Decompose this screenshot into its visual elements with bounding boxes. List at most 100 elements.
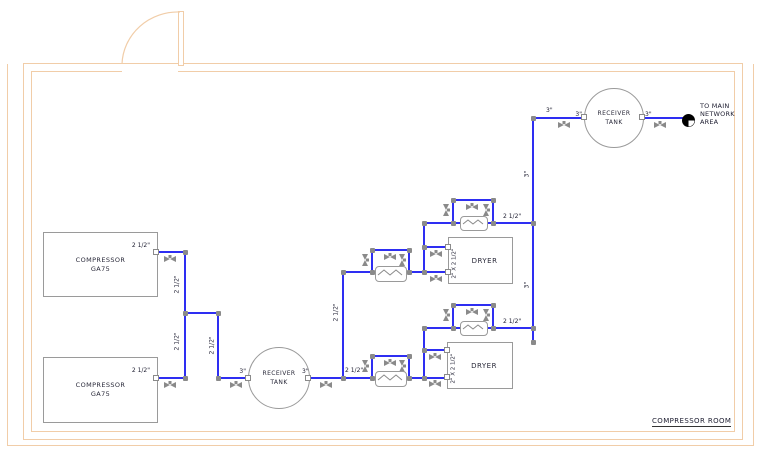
- pipe-fitting-icon: [421, 220, 427, 226]
- pipe-fitting-icon: [421, 375, 427, 381]
- door-leaf: [178, 11, 184, 66]
- pipe-fitting-icon: [421, 269, 427, 275]
- pipe-size-label: 3": [302, 368, 309, 375]
- pipe-segment: [306, 377, 344, 379]
- pipe-fitting-icon: [421, 347, 427, 353]
- dryer-connection-label: 2" X 2 1/2": [451, 248, 458, 279]
- pipe-segment: [371, 355, 373, 379]
- pipe-size-label: 3": [575, 111, 582, 118]
- pipe-segment: [342, 271, 344, 379]
- dryer-2: DRYER: [447, 342, 513, 389]
- afterfilter-1: [460, 216, 488, 231]
- valve-icon: [320, 374, 332, 388]
- room-wall-inner: [31, 71, 735, 432]
- valve-icon: [384, 246, 396, 260]
- receiver-tank-main: RECEIVER TANK: [248, 347, 310, 409]
- tank-1-line2: TANK: [270, 379, 288, 386]
- pipe-fitting-icon: [490, 197, 496, 203]
- pipe-segment: [452, 304, 494, 306]
- pipe-fitting-icon: [369, 353, 375, 359]
- network-note-line2: NETWORK: [700, 110, 735, 118]
- pipe-fitting-icon: [369, 375, 375, 381]
- pipe-size-label: 3": [645, 111, 652, 118]
- network-connection-icon: [682, 114, 695, 127]
- pipe-size-label: 2 1/2": [503, 318, 522, 325]
- port-stub: [245, 375, 251, 381]
- pipe-segment: [532, 117, 534, 343]
- compressor-1: COMPRESSOR GA75: [43, 232, 158, 297]
- pipe-fitting-icon: [406, 247, 412, 253]
- valve-icon: [362, 254, 376, 266]
- door-swing-arc: [121, 11, 181, 65]
- pipe-size-label: 2 1/2": [208, 336, 216, 355]
- pipe-fitting-icon: [215, 375, 221, 381]
- pipe-size-label: 3": [239, 368, 246, 375]
- pipe-size-label: 2 1/2": [332, 303, 340, 322]
- prefilter-2: [375, 371, 407, 387]
- valve-icon: [558, 114, 570, 128]
- pipe-segment: [452, 199, 454, 224]
- drawing-frame: [7, 64, 754, 446]
- valve-icon: [164, 374, 176, 388]
- pipe-segment: [217, 377, 251, 379]
- pipe-segment: [492, 199, 494, 224]
- valve-icon: [399, 254, 413, 266]
- pipe-size-label: 2 1/2": [345, 367, 364, 374]
- compressor-2-name: COMPRESSOR: [75, 381, 126, 389]
- pipe-fitting-icon: [340, 269, 346, 275]
- pipe-fitting-icon: [450, 197, 456, 203]
- port-stub: [444, 347, 450, 353]
- pipe-segment: [452, 199, 494, 201]
- valve-icon: [466, 301, 478, 315]
- pipe-segment: [217, 312, 219, 379]
- tank-2-line1: RECEIVER: [597, 110, 631, 117]
- pipe-size-label: 3": [546, 107, 553, 114]
- port-stub: [445, 269, 451, 275]
- dryer-connection-label: 2" X 2 1/2": [450, 353, 457, 384]
- pipe-segment: [423, 246, 450, 248]
- valve-icon: [430, 268, 442, 282]
- pipe-size-label: 2 1/2": [131, 367, 150, 374]
- dryer-2-label: DRYER: [471, 361, 497, 370]
- pipe-fitting-icon: [450, 325, 456, 331]
- pipe-fitting-icon: [421, 244, 427, 250]
- pipe-segment: [371, 249, 373, 273]
- pipe-fitting-icon: [182, 249, 188, 255]
- valve-icon: [443, 204, 457, 216]
- network-note-line3: AREA: [700, 118, 719, 126]
- compressor-2: COMPRESSOR GA75: [43, 357, 158, 423]
- compressor-2-model: GA75: [90, 390, 111, 398]
- pipe-segment: [532, 117, 586, 119]
- valve-icon: [483, 204, 497, 216]
- valve-icon: [466, 196, 478, 210]
- port-stub: [444, 374, 450, 380]
- pipe-segment: [423, 349, 449, 351]
- valve-icon: [654, 114, 666, 128]
- port-stub: [639, 114, 645, 120]
- pipe-fitting-icon: [450, 220, 456, 226]
- dryer-1-label: DRYER: [471, 256, 498, 265]
- tank-1-line1: RECEIVER: [262, 370, 296, 377]
- valve-icon: [429, 373, 441, 387]
- pipe-fitting-icon: [530, 325, 536, 331]
- pipe-fitting-icon: [406, 353, 412, 359]
- prefilter-1: [375, 266, 407, 282]
- pipe-segment: [408, 249, 410, 273]
- pipe-fitting-icon: [340, 375, 346, 381]
- port-stub: [305, 375, 311, 381]
- pipe-fitting-icon: [421, 325, 427, 331]
- pipe-size-label: 2 1/2": [173, 275, 181, 294]
- room-wall-outer: [23, 63, 743, 440]
- compressor-1-name: COMPRESSOR: [75, 255, 126, 264]
- pipe-fitting-icon: [406, 269, 412, 275]
- tank-2-line2: TANK: [605, 119, 623, 126]
- pipe-fitting-icon: [369, 269, 375, 275]
- pipe-fitting-icon: [490, 325, 496, 331]
- valve-icon: [362, 360, 376, 372]
- receiver-tank-network: RECEIVER TANK: [584, 88, 644, 148]
- pipe-size-label: 3": [523, 281, 531, 289]
- pipe-segment: [184, 251, 186, 314]
- pipe-segment: [452, 304, 454, 329]
- pipe-size-label: 3": [523, 170, 531, 178]
- filter-wave-icon: [377, 269, 403, 276]
